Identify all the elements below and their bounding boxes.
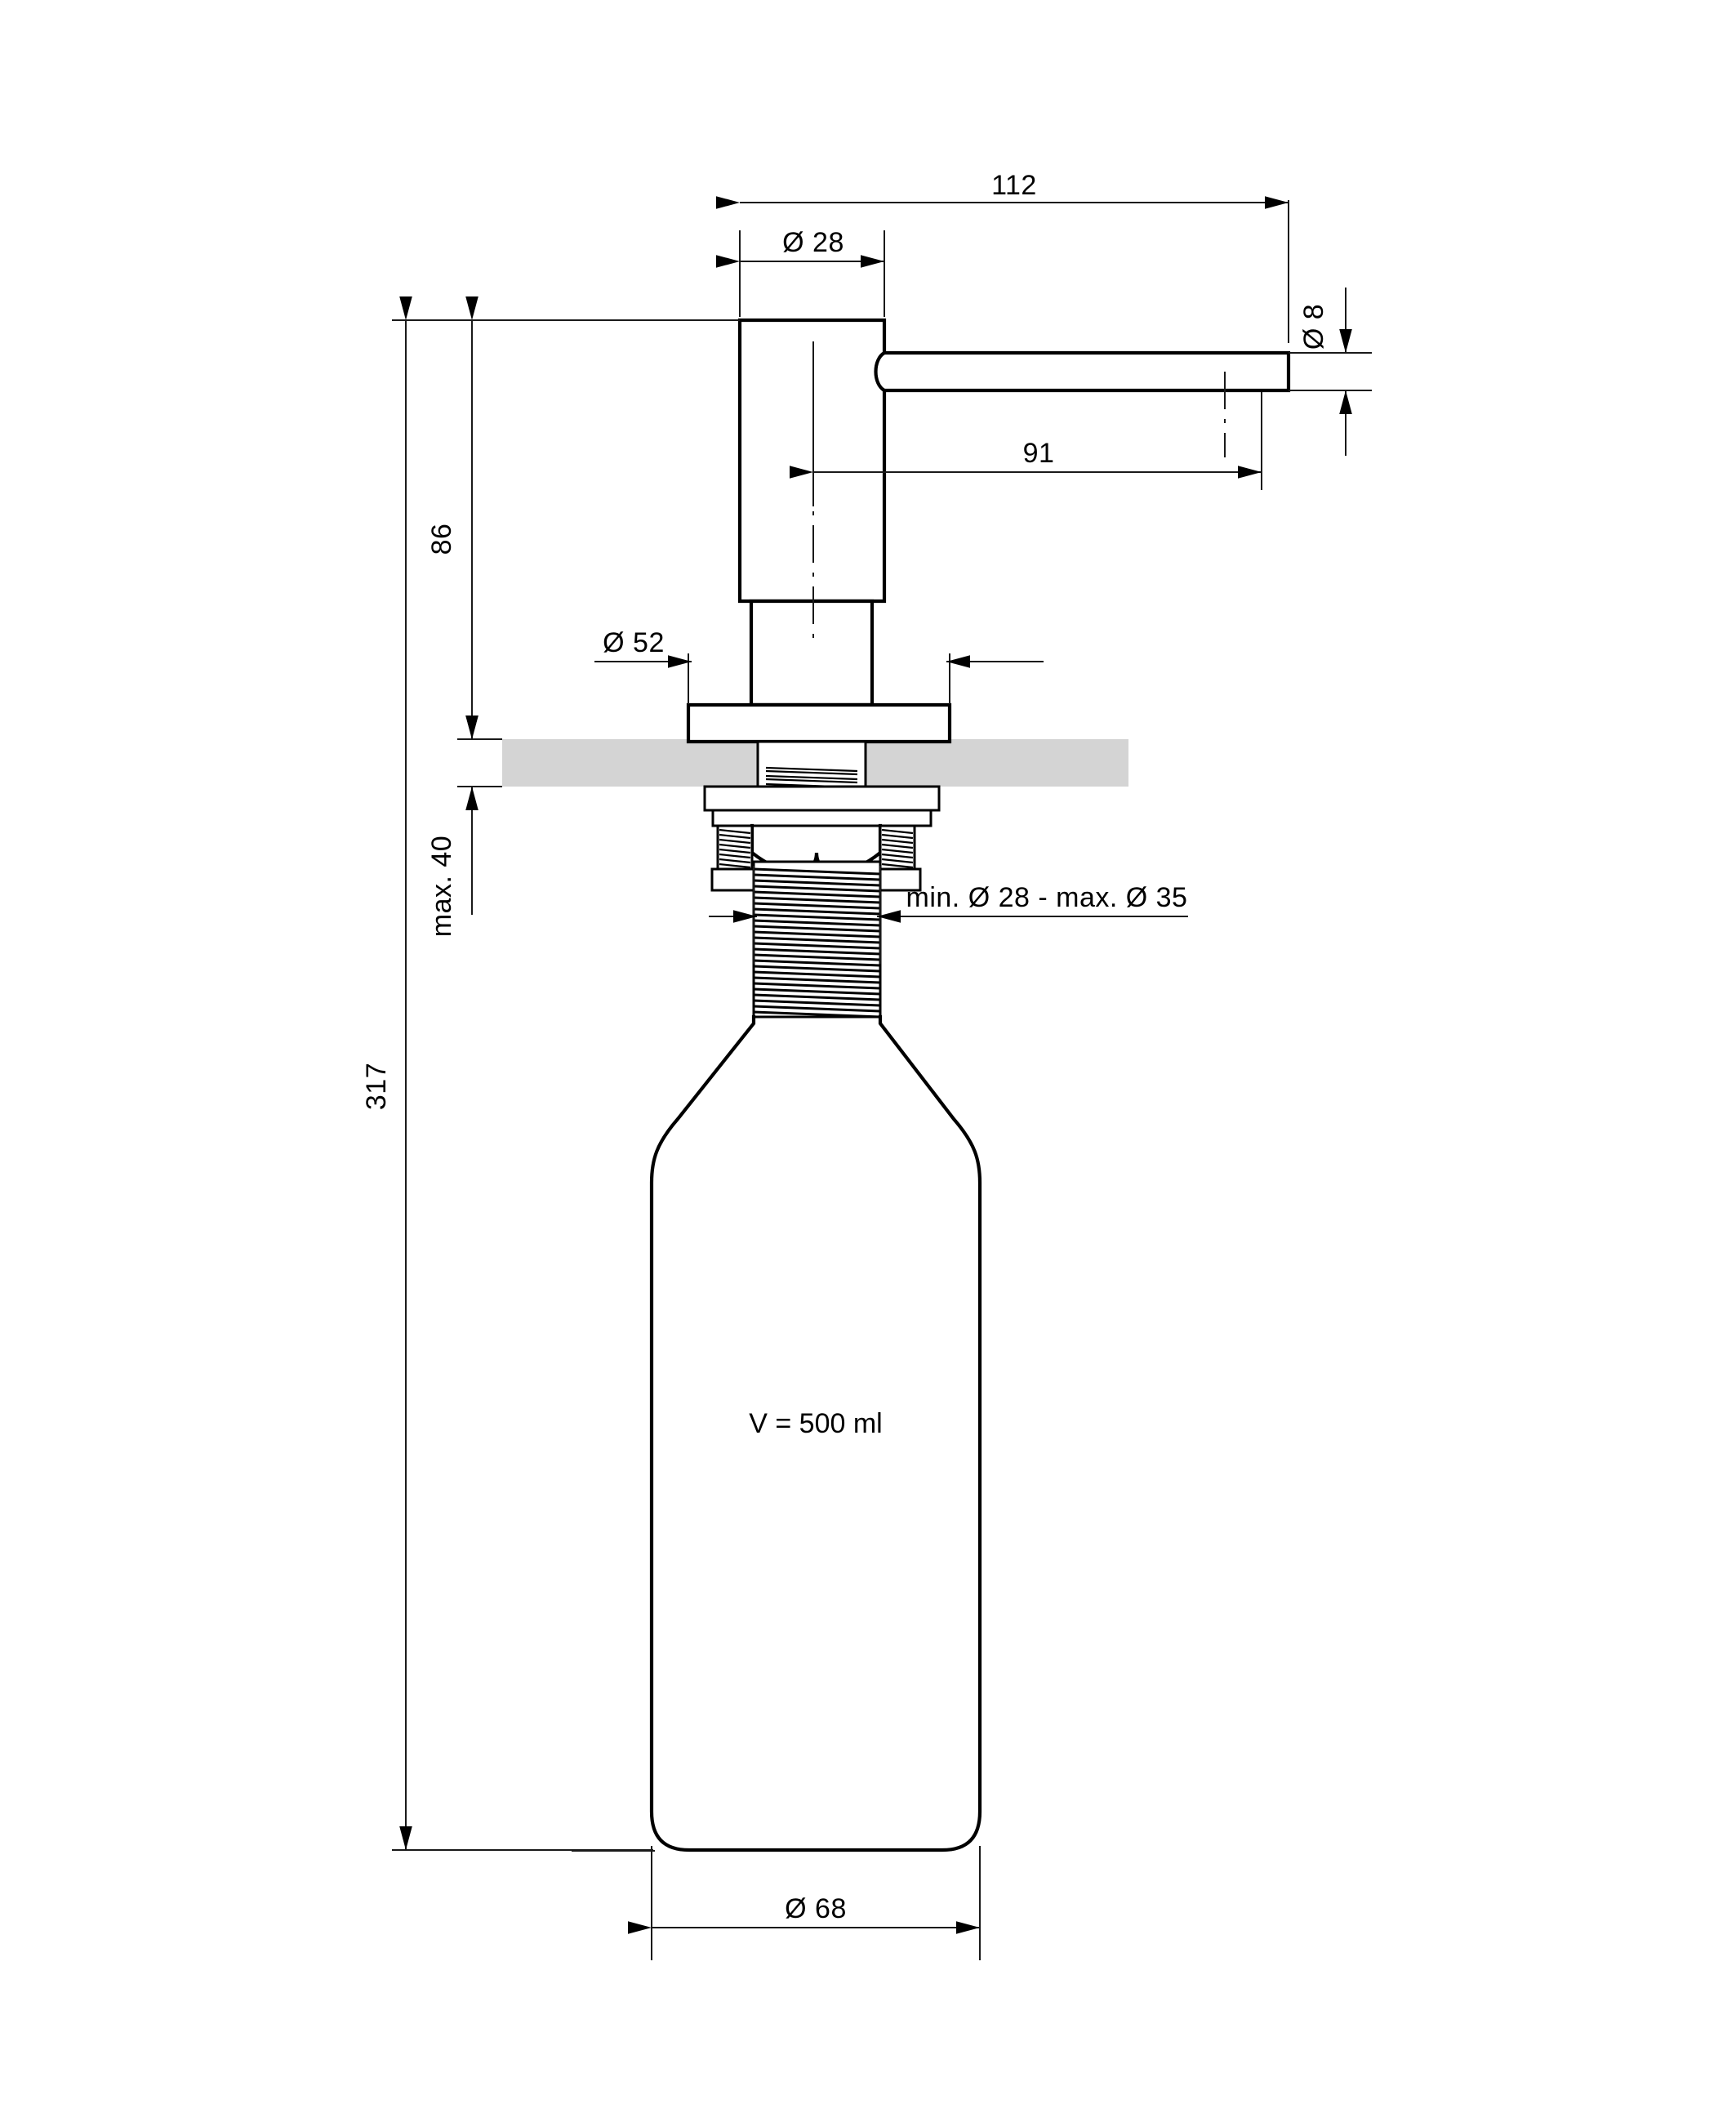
dimension-bottle-diameter: Ø 68 xyxy=(572,1846,981,1960)
dimension-spout-thickness: Ø 8 xyxy=(1289,288,1372,456)
bottle-volume-label: V = 500 ml xyxy=(749,1408,882,1439)
dimension-label-91: 91 xyxy=(1023,438,1055,469)
dimension-label-317: 317 xyxy=(361,1063,392,1110)
dimension-label-86: 86 xyxy=(426,524,457,555)
hex-nut-assembly xyxy=(710,823,922,892)
dimension-label-d28: Ø 28 xyxy=(782,227,844,258)
dimension-countertop-thickness: max. 40 xyxy=(426,663,502,937)
top-flange xyxy=(686,702,952,744)
pump-body-outline xyxy=(737,318,1291,707)
dimension-label-max40: max. 40 xyxy=(426,836,457,937)
dimension-pump-height: 86 xyxy=(426,296,740,740)
dimension-label-112: 112 xyxy=(991,170,1037,201)
dimension-label-d52: Ø 52 xyxy=(603,627,665,658)
dimension-total-height: 317 xyxy=(361,296,740,1851)
dimension-label-hole-range: min. Ø 28 - max. Ø 35 xyxy=(906,882,1188,913)
nut-threads-right xyxy=(881,828,914,869)
dimension-label-d8: Ø 8 xyxy=(1298,304,1329,350)
dimension-spout-diameter: Ø 28 xyxy=(716,227,885,317)
threaded-tube xyxy=(752,860,882,1019)
nut-threads-left xyxy=(719,828,751,869)
dimension-label-d68: Ø 68 xyxy=(785,1893,847,1924)
dimension-spout-reach: 91 xyxy=(790,343,1262,506)
tube-threads xyxy=(753,867,881,1019)
dimension-flange-diameter: Ø 52 xyxy=(594,627,1044,704)
dimension-mounting-hole: min. Ø 28 - max. Ø 35 xyxy=(709,866,1188,964)
washer-plate xyxy=(703,785,941,827)
bottle-outline xyxy=(649,1014,982,1852)
